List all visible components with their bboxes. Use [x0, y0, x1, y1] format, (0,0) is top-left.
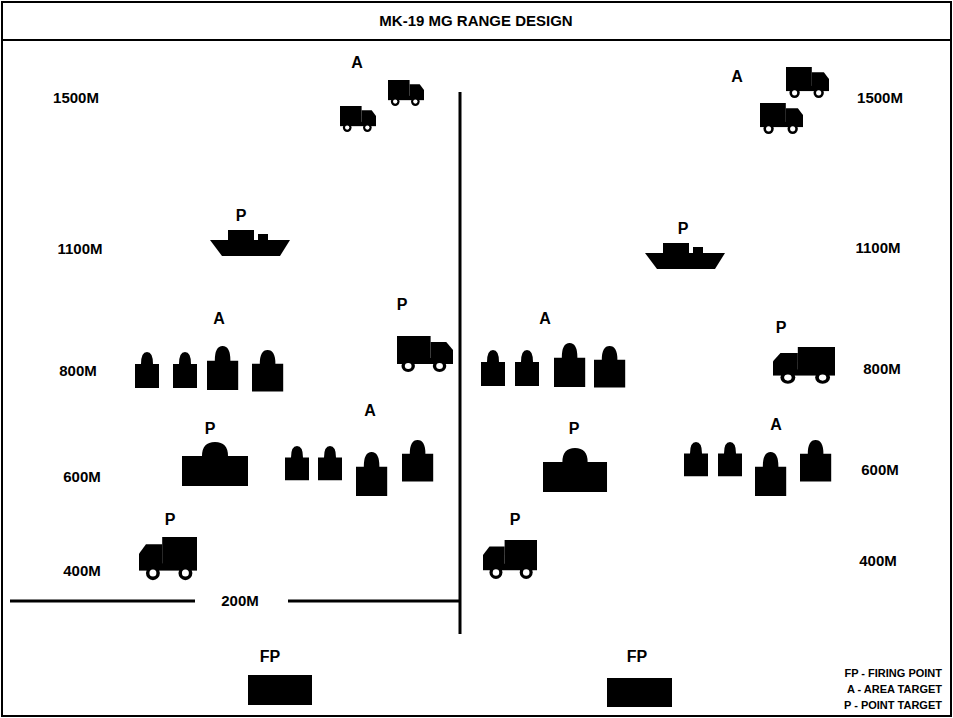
troop-target — [135, 352, 159, 388]
troop-target — [402, 440, 433, 481]
firing-point-label: FP — [258, 649, 282, 665]
firing-point — [607, 678, 672, 707]
truck-target — [397, 336, 453, 372]
troop-target — [800, 440, 831, 481]
range-label: 1500M — [855, 90, 905, 105]
range-label: 600M — [61, 469, 103, 484]
troop-target — [718, 442, 742, 476]
target-letter: P — [567, 421, 582, 437]
target-letter: P — [676, 221, 691, 237]
troop-target — [285, 446, 309, 480]
target-letter: P — [234, 208, 249, 224]
range-label: 1100M — [55, 241, 104, 256]
legend-note: P - POINT TARGET — [842, 700, 944, 711]
distance-line — [10, 600, 195, 603]
target-letter: P — [395, 297, 410, 313]
distance-label: 200M — [219, 593, 261, 608]
range-label: 600M — [859, 462, 901, 477]
target-letter: A — [211, 311, 227, 327]
troop-target — [684, 442, 708, 476]
target-letter: A — [768, 417, 784, 433]
troop-target — [755, 452, 786, 496]
distance-line — [288, 600, 460, 603]
truck-target — [139, 537, 197, 580]
truck-target — [786, 67, 829, 98]
troop-target — [207, 346, 238, 390]
target-letter: A — [729, 69, 745, 85]
diagram-title: MK-19 MG RANGE DESIGN — [379, 13, 572, 28]
target-letter: P — [508, 512, 523, 528]
target-letter: P — [163, 512, 178, 528]
legend-note: FP - FIRING POINT — [842, 668, 944, 679]
troop-target — [318, 446, 342, 480]
target-letter: A — [349, 55, 365, 71]
troop-target — [481, 350, 505, 386]
target-letter: A — [362, 403, 378, 419]
firing-point — [248, 675, 312, 705]
troop-target — [173, 352, 197, 388]
title-rule — [2, 39, 951, 41]
target-letter: A — [537, 311, 553, 327]
range-label: 400M — [857, 553, 899, 568]
boat-target — [645, 243, 725, 269]
target-letter: P — [774, 320, 789, 336]
bunker-target — [182, 442, 248, 486]
boat-target — [210, 230, 290, 256]
truck-target — [483, 540, 537, 579]
range-label: 800M — [861, 361, 903, 376]
truck-target — [760, 103, 803, 134]
range-label: 1500M — [51, 90, 101, 105]
troop-target — [515, 350, 539, 386]
lane-divider — [459, 92, 462, 634]
troop-target — [554, 343, 585, 387]
legend-note: A - AREA TARGET — [845, 684, 944, 695]
target-letter: P — [203, 421, 218, 437]
range-label: 800M — [57, 363, 99, 378]
troop-target — [356, 452, 387, 496]
bunker-target — [543, 448, 607, 492]
truck-target — [388, 80, 424, 106]
troop-target — [594, 346, 625, 387]
range-label: 1100M — [853, 240, 902, 255]
firing-point-label: FP — [625, 649, 649, 665]
truck-target — [340, 106, 376, 132]
range-label: 400M — [61, 563, 103, 578]
troop-target — [252, 350, 283, 391]
truck-target — [773, 347, 835, 384]
